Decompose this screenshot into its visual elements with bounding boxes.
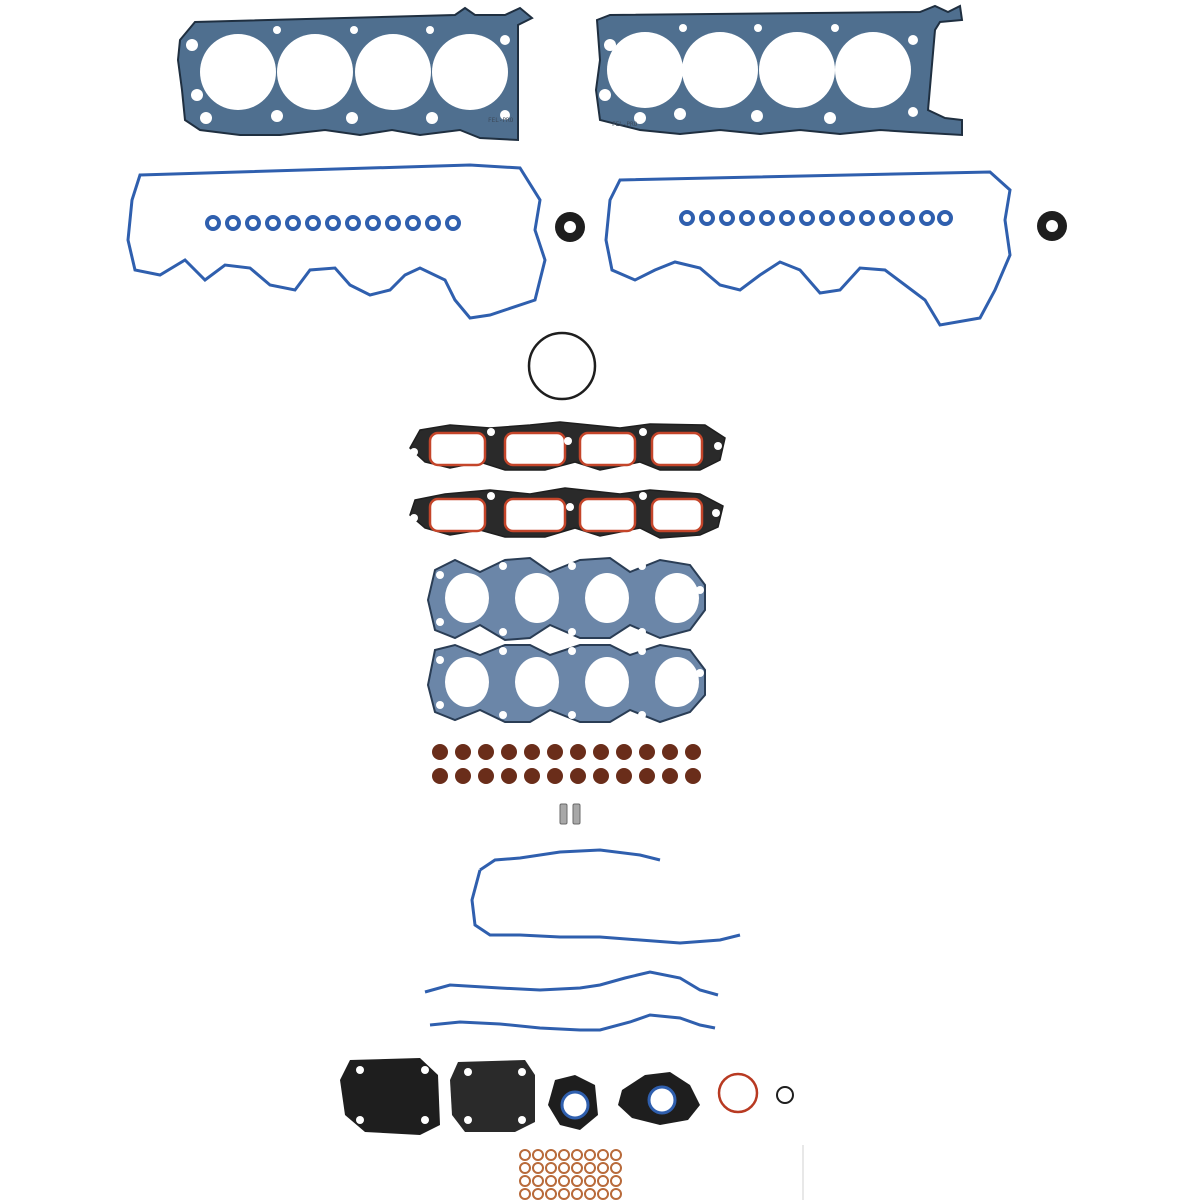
exhaust-manifold-gasket-upper [426,556,706,642]
water-outlet-gasket-2 [618,1072,700,1125]
spark-plug-tube-seal-row-right [679,210,953,226]
spark-plug-tube-seal-row-left [205,215,461,231]
intake-manifold-gasket-lower [409,487,724,539]
oil-filter-adapter-gasket-1 [340,1058,440,1135]
intake-manifold-gasket-upper [409,421,726,471]
cylinder-head-gasket-left: FEL-PRO [176,6,534,142]
thermostat-o-ring [527,331,597,401]
oil-filter-adapter-gasket-2 [450,1060,535,1132]
valve-cover-gasket-right [604,170,1012,327]
timing-cover-gasket [470,848,741,945]
water-outlet-gasket-1 [548,1075,598,1130]
small-o-ring-small [776,1086,794,1104]
timing-cover-seal-strip-upper [424,970,719,997]
cylinder-head-gasket-right: FEL-PRO [594,4,964,137]
right-head-stamp: FEL-PRO [612,121,638,128]
valve-stem-seal-grid [432,744,701,784]
exhaust-manifold-gasket-lower [426,643,706,724]
timing-cover-seal-strip-lower [429,1013,716,1032]
valve-cover-gasket-left [126,163,547,320]
camshaft-seal-right [1037,211,1067,241]
camshaft-seal-left [555,212,585,242]
dowel-pins [559,803,581,825]
small-o-ring-large [717,1072,759,1114]
left-head-stamp: FEL-PRO [488,117,514,124]
o-ring-assortment [519,1149,622,1200]
